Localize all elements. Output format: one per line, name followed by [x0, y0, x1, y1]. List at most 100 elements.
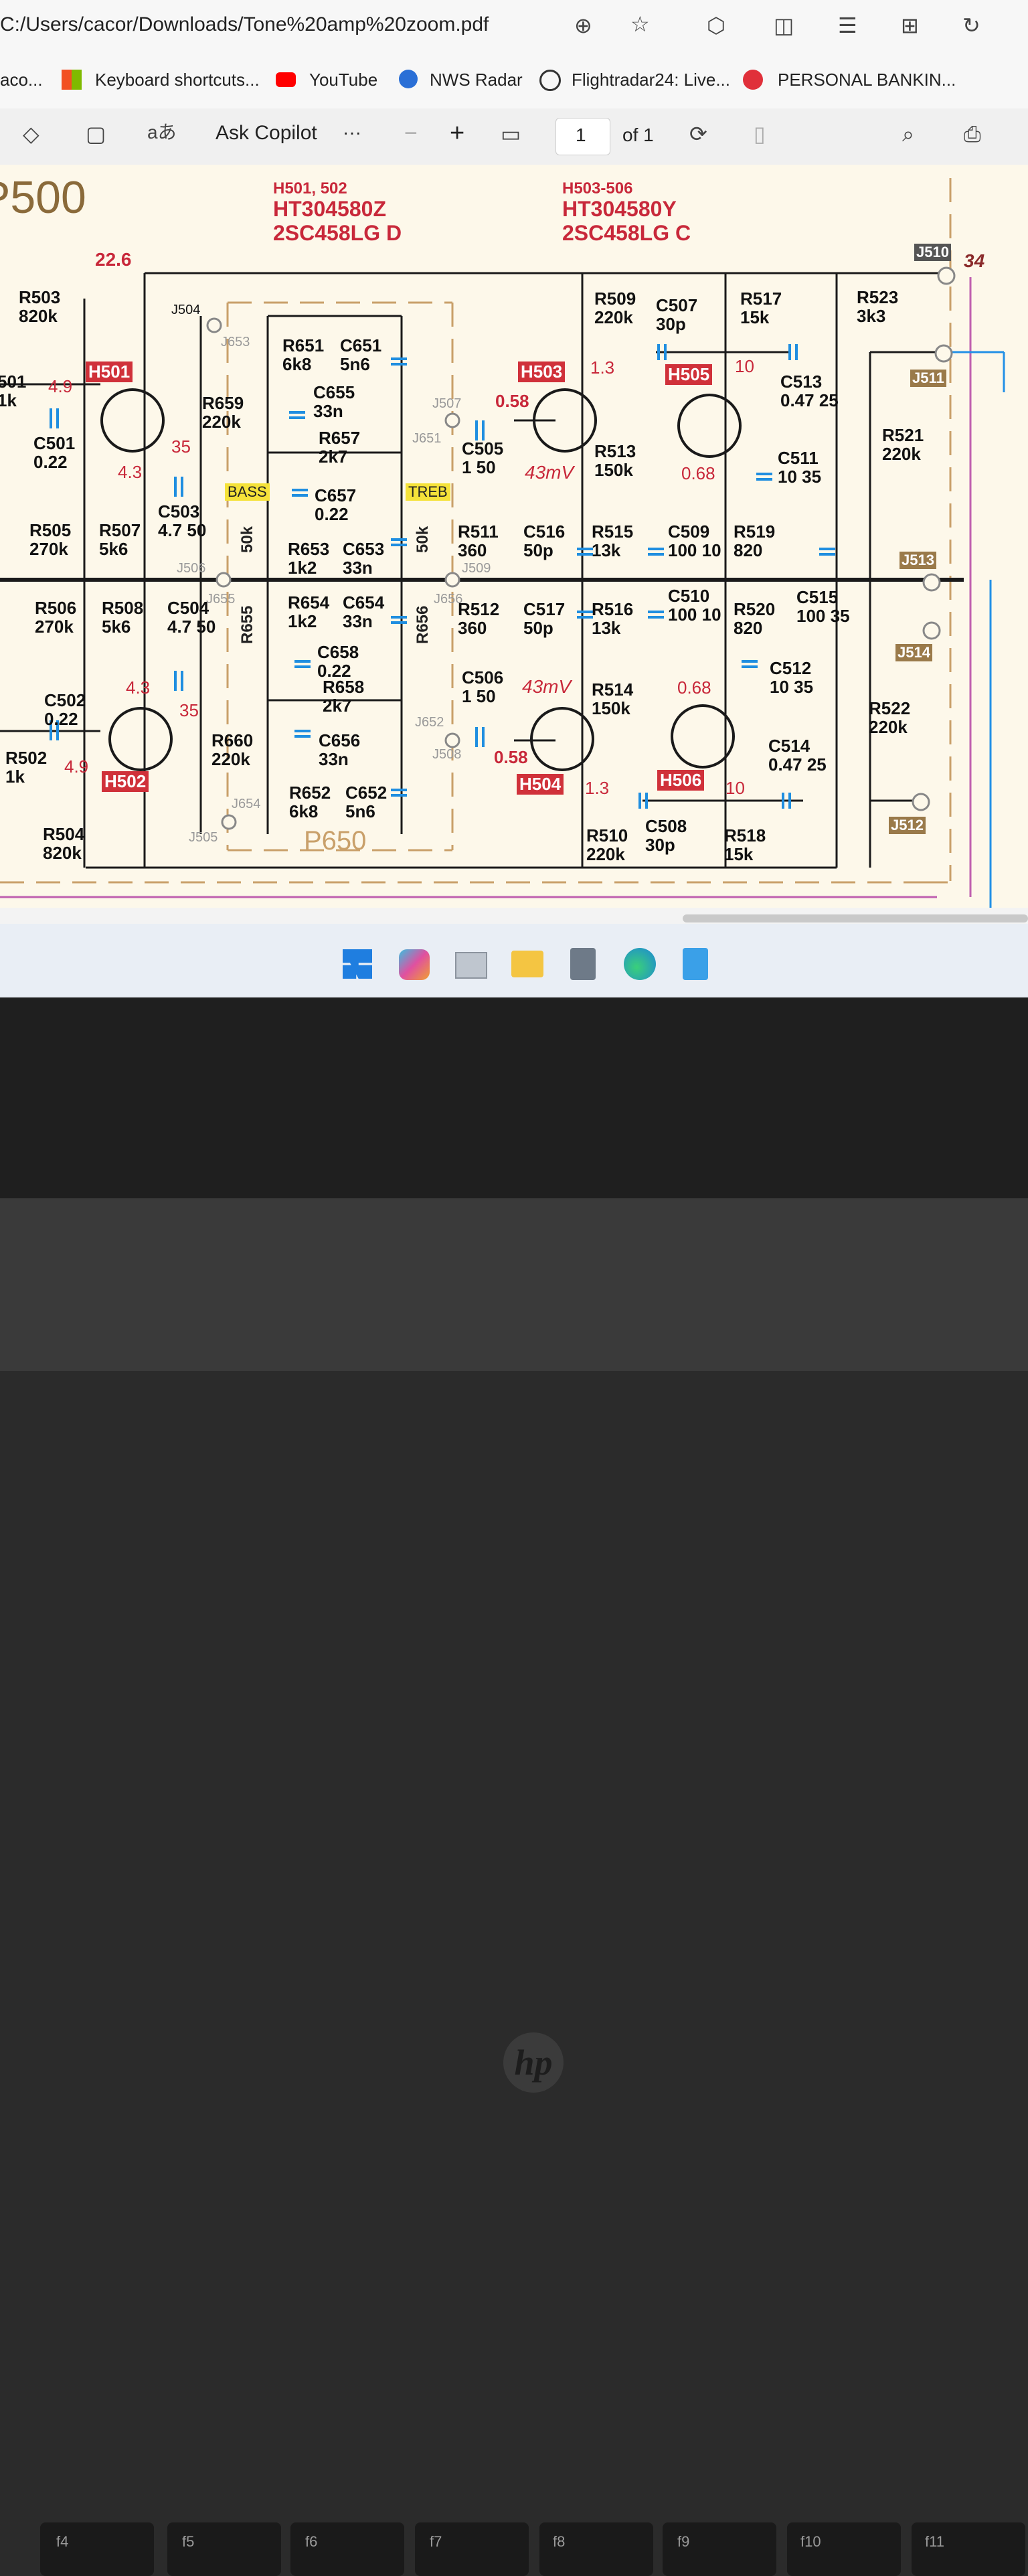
page-count: of 1	[622, 125, 654, 145]
component-value: 820	[734, 540, 763, 560]
component-id: R502	[5, 748, 48, 768]
component-value: 150k	[592, 698, 630, 718]
globe-icon	[539, 70, 561, 91]
component-id: R653	[288, 539, 330, 559]
fav-item-2[interactable]: Keyboard shortcuts...	[95, 70, 260, 90]
header-right-line1: H503-506	[562, 179, 633, 197]
fav-item-3[interactable]: YouTube	[309, 70, 378, 90]
header-left-line2: HT304580Z	[273, 197, 386, 221]
fav-item-1[interactable]: aco...	[0, 70, 43, 90]
horizontal-scrollbar[interactable]	[683, 914, 1028, 922]
zoom-in-button[interactable]: +	[450, 119, 465, 147]
notepad-icon[interactable]	[683, 948, 708, 980]
jack-j652: J652	[415, 715, 444, 730]
collections-icon[interactable]: ⊞	[901, 13, 919, 37]
page-view-icon[interactable]: ▢	[86, 122, 106, 146]
board-p650-label: P650	[304, 826, 367, 856]
component-id: R509	[594, 289, 636, 309]
jack-j654: J654	[232, 797, 261, 811]
extensions-icon[interactable]: ⬡	[707, 13, 725, 37]
component-value: 270k	[35, 617, 74, 637]
component-value: 4.7 50	[167, 617, 216, 637]
voltage-4-3-top: 4.3	[118, 462, 143, 482]
transistor-h503: H503	[518, 361, 566, 382]
split-screen-icon[interactable]: ◫	[774, 13, 794, 37]
component-id: C512	[770, 658, 812, 678]
key-label-f6: f6	[305, 2533, 318, 2550]
zoom-out-button[interactable]: −	[404, 120, 418, 146]
history-icon[interactable]: ↻	[962, 13, 980, 37]
task-view-icon[interactable]	[455, 952, 487, 979]
zoom-in-icon[interactable]: ⊕	[574, 13, 592, 37]
voltage-35-bottom: 35	[179, 700, 199, 720]
read-aloud-icon[interactable]: aあ	[147, 122, 177, 143]
component-id: R652	[289, 783, 331, 803]
favorites-bar: aco... Keyboard shortcuts... YouTube NWS…	[0, 55, 1028, 108]
component-value: 0.22	[317, 661, 351, 681]
page-number-input[interactable]	[555, 118, 610, 155]
component-id: R523	[857, 287, 899, 307]
fav-item-4[interactable]: NWS Radar	[430, 70, 523, 90]
pdf-document-view[interactable]: P500 H501, 502 HT304580Z 2SC458LG D H503…	[0, 165, 1028, 908]
component-id: R514	[592, 679, 634, 700]
fav-item-5[interactable]: Flightradar24: Live...	[572, 70, 731, 90]
jack-j504: J504	[171, 303, 201, 317]
bass-pot-value: 50k	[238, 526, 256, 553]
component-id: C654	[343, 592, 385, 613]
component-id: C510	[668, 586, 710, 606]
edge-icon[interactable]	[624, 948, 656, 980]
component-id: C657	[315, 485, 357, 505]
search-icon[interactable]: ⌕	[902, 122, 914, 146]
component-value: 10 35	[770, 677, 814, 697]
transistor-h506: H506	[657, 770, 705, 791]
print-icon[interactable]: ⎙	[964, 122, 981, 146]
calculator-icon[interactable]	[570, 948, 596, 980]
laptop-screen: C:/Users/cacor/Downloads/Tone%20amp%20zo…	[0, 0, 1028, 997]
more-options-button[interactable]: ···	[343, 122, 361, 143]
jack-j505: J505	[189, 830, 218, 845]
two-page-icon[interactable]: ▯	[754, 122, 766, 146]
transistor-h502: H502	[102, 771, 149, 792]
fav-item-6[interactable]: PERSONAL BANKIN...	[778, 70, 956, 90]
voltage-10-bottom: 10	[725, 778, 745, 798]
file-explorer-icon[interactable]	[511, 951, 543, 977]
voltage-43mv-bottom: 43mV	[522, 676, 572, 697]
microsoft-icon	[62, 70, 82, 90]
favorites-list-icon[interactable]: ☰	[838, 13, 857, 37]
voltage-4-9-bottom: 4.9	[64, 756, 89, 777]
ask-copilot-button[interactable]: Ask Copilot	[216, 122, 317, 144]
component-value: 5n6	[340, 354, 370, 374]
jack-j506: J506	[177, 561, 206, 576]
eraser-icon[interactable]: ◇	[23, 122, 39, 146]
key-label-f8: f8	[553, 2533, 566, 2550]
voltage-4-9-top: 4.9	[48, 376, 73, 396]
address-url[interactable]: C:/Users/cacor/Downloads/Tone%20amp%20zo…	[0, 13, 489, 35]
bass-label: BASS	[225, 483, 270, 501]
windows-start-icon[interactable]	[343, 949, 372, 979]
component-id: C658	[317, 642, 359, 662]
rotate-icon[interactable]: ⟳	[689, 122, 707, 146]
copilot-icon[interactable]	[399, 949, 430, 980]
schematic-title: P500	[0, 172, 86, 223]
treb-label: TREB	[406, 483, 450, 501]
fit-page-icon[interactable]: ▭	[501, 122, 521, 146]
component-value: 100 10	[668, 540, 721, 560]
component-value: 0.47 25	[780, 390, 839, 410]
component-value: 4.7 50	[158, 520, 207, 540]
favorite-star-icon[interactable]: ☆	[630, 12, 650, 36]
